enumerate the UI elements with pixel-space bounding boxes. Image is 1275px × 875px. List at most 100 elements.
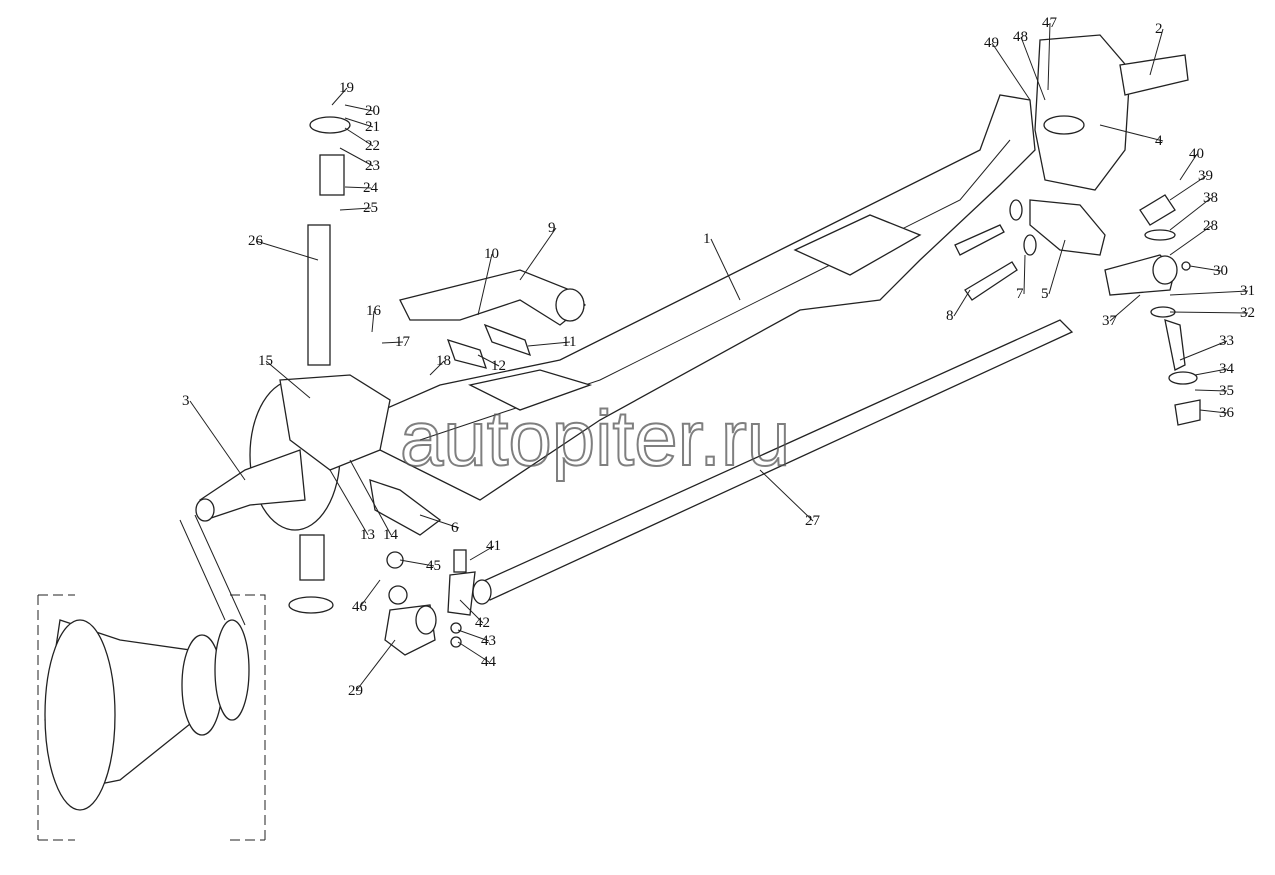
callout-22: 22 [344, 127, 380, 154]
leader-line [1169, 290, 1249, 296]
callout-31: 31 [1169, 283, 1255, 299]
callout-25: 25 [339, 200, 378, 216]
callout-19: 19 [331, 80, 354, 106]
callout-35: 35 [1194, 383, 1234, 399]
watermark: autopiter.ru [400, 394, 790, 482]
callout-10: 10 [477, 246, 499, 316]
callout-8: 8 [946, 289, 971, 324]
steering-arm [399, 269, 586, 369]
leader-line [339, 207, 372, 211]
callout-number: 49 [984, 35, 999, 51]
leader-line [759, 469, 814, 522]
callout-6: 6 [419, 514, 460, 536]
callout-number: 9 [548, 220, 556, 236]
leader-line [419, 514, 460, 529]
callout-number: 26 [248, 233, 264, 249]
leader-line [344, 104, 374, 112]
callout-7: 7 [1016, 254, 1026, 302]
callout-number: 6 [451, 520, 459, 536]
steering-knuckle-right [1029, 34, 1189, 256]
callout-38: 38 [1169, 190, 1218, 231]
callout-36: 36 [1199, 405, 1235, 421]
callout-number: 21 [365, 119, 380, 135]
leader-line [1199, 409, 1228, 414]
callout-33: 33 [1179, 333, 1234, 361]
callout-11: 11 [527, 334, 576, 350]
callout-21: 21 [344, 117, 380, 135]
callout-number: 48 [1013, 29, 1028, 45]
callout-number: 17 [395, 334, 411, 350]
callout-number: 39 [1198, 168, 1213, 184]
callout-number: 30 [1213, 263, 1228, 279]
callout-number: 11 [562, 334, 576, 350]
leader-line [265, 360, 311, 399]
leader-line [1194, 368, 1228, 376]
callout-2: 2 [1149, 21, 1164, 76]
leader-line [991, 42, 1031, 101]
callout-15: 15 [258, 353, 311, 399]
callout-9: 9 [519, 220, 557, 281]
leader-line [339, 147, 374, 167]
leader-line [371, 310, 375, 333]
callout-number: 43 [481, 633, 496, 649]
callout-number: 41 [486, 538, 501, 554]
callout-49: 49 [984, 35, 1031, 101]
leader-line [359, 579, 381, 608]
callout-28: 28 [1169, 218, 1218, 256]
leader-line [399, 559, 435, 567]
callout-number: 37 [1102, 313, 1118, 329]
callout-number: 15 [258, 353, 273, 369]
callout-23: 23 [339, 147, 380, 174]
callout-number: 8 [946, 308, 954, 324]
callout-37: 37 [1102, 294, 1141, 329]
callout-number: 7 [1016, 286, 1024, 302]
leader-line [344, 117, 374, 128]
callout-number: 24 [363, 180, 379, 196]
steering-knuckle-left [195, 116, 442, 614]
leader-line [457, 641, 490, 663]
leader-line [1023, 254, 1026, 295]
callout-5: 5 [1041, 239, 1066, 302]
leader-line [1048, 239, 1066, 295]
leader-line [1169, 197, 1212, 231]
leader-line [331, 87, 348, 106]
callout-number: 38 [1203, 190, 1218, 206]
callout-number: 45 [426, 558, 441, 574]
callout-47: 47 [1042, 15, 1058, 91]
leader-line [1179, 153, 1198, 181]
callout-number: 20 [365, 103, 380, 119]
leader-line [459, 599, 484, 624]
leader-line [477, 354, 500, 367]
leader-line [953, 289, 971, 317]
leader-line [1179, 340, 1228, 361]
leader-line [469, 545, 495, 561]
callout-1: 1 [703, 231, 741, 301]
callout-number: 5 [1041, 286, 1049, 302]
leader-line [710, 238, 741, 301]
callout-34: 34 [1194, 361, 1235, 377]
leader-line [349, 459, 392, 536]
leader-line [477, 253, 493, 316]
leader-line [1020, 36, 1046, 101]
callout-number: 2 [1155, 21, 1163, 37]
callout-14: 14 [349, 459, 399, 543]
callout-number: 47 [1042, 15, 1058, 31]
leader-line [1099, 124, 1164, 142]
leader-line [527, 341, 571, 347]
tie-rod-end-left [384, 549, 476, 656]
callout-number: 22 [365, 138, 380, 154]
callout-17: 17 [381, 334, 411, 350]
callout-27: 27 [759, 469, 821, 529]
leader-line [1169, 311, 1249, 314]
callout-number: 1 [703, 231, 711, 247]
callout-number: 44 [481, 654, 497, 670]
leader-line [381, 341, 404, 344]
callout-13: 13 [329, 469, 375, 543]
callout-41: 41 [469, 538, 501, 561]
callout-number: 4 [1155, 133, 1163, 149]
callout-18: 18 [429, 353, 451, 376]
callout-30: 30 [1189, 263, 1228, 279]
leader-line [1194, 389, 1228, 392]
